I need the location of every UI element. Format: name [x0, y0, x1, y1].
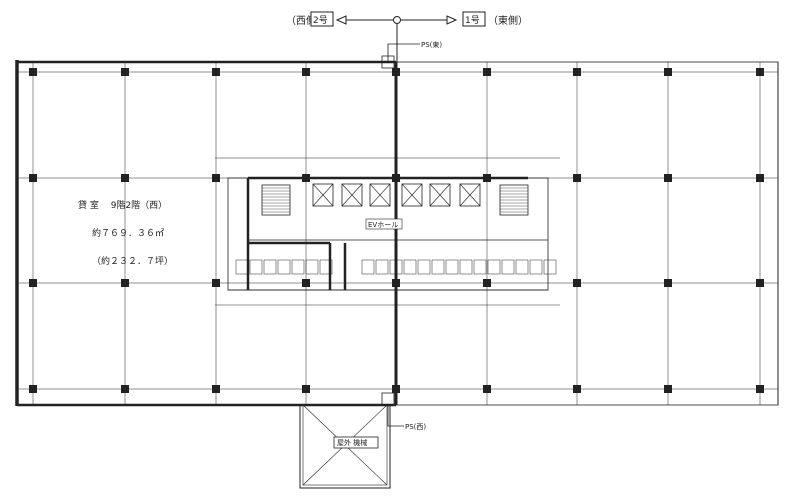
structural-column: [121, 68, 129, 76]
toilet-stall: [431, 259, 445, 275]
structural-column: [664, 279, 672, 287]
elevator-shaft: [429, 183, 451, 207]
structural-column: [29, 174, 37, 182]
elevator-shaft: [312, 183, 334, 207]
structural-column: [302, 68, 310, 76]
structural-column: [29, 385, 37, 393]
structural-column: [121, 174, 129, 182]
elevator-cross: [429, 183, 451, 207]
toilet-stall: [249, 259, 263, 275]
structural-column: [212, 385, 220, 393]
east-label: （東側）: [488, 14, 528, 27]
structural-column: [483, 68, 491, 76]
toilet-stall: [501, 259, 515, 275]
ps-shaft-bottom: [381, 392, 395, 406]
toilet-stall: [277, 259, 291, 275]
toilet-stall: [291, 259, 305, 275]
annex-inner: [302, 404, 388, 486]
structural-column: [573, 279, 581, 287]
tenant-title: 貸 室 9階2階（西）: [78, 199, 167, 211]
toilet-stall: [305, 259, 319, 275]
compass-indicator: （西側） 2号 1号 （東側）: [286, 11, 528, 62]
compass-center-icon: [393, 16, 401, 24]
structural-column: [756, 68, 764, 76]
structural-column: [483, 385, 491, 393]
structural-column: [121, 279, 129, 287]
structural-column: [664, 385, 672, 393]
elevator-cross: [401, 183, 423, 207]
structural-column: [212, 68, 220, 76]
toilet-stall: [487, 259, 501, 275]
elevator-shaft: [341, 183, 363, 207]
structural-column: [302, 279, 310, 287]
toilet-stall: [417, 259, 431, 275]
toilet-stall: [235, 259, 249, 275]
toilet-stall: [515, 259, 529, 275]
ps-shafts: PS(東) PS(西) 屋外 機械: [333, 40, 442, 449]
west-arrow-icon: [335, 15, 347, 25]
elevator-shaft: [401, 183, 423, 207]
elevator-cross: [459, 183, 481, 207]
core-labels: EVホール: [365, 218, 403, 230]
toilet-stall: [361, 259, 375, 275]
structural-column: [29, 68, 37, 76]
east-number: 1号: [465, 15, 480, 26]
structural-column: [212, 174, 220, 182]
structural-column: [212, 279, 220, 287]
structural-column: [573, 385, 581, 393]
toilet-stall: [459, 259, 473, 275]
annex-label: 屋外 機械: [337, 438, 367, 447]
structural-column: [756, 174, 764, 182]
top-ps-label: PS(東): [421, 40, 442, 49]
toilet-stall: [543, 259, 557, 275]
structural-column: [756, 279, 764, 287]
tenant-area-sqm: 約７６９．３６㎡: [92, 227, 164, 239]
structural-column: [664, 68, 672, 76]
structural-column: [664, 174, 672, 182]
structural-column: [302, 385, 310, 393]
structural-column: [29, 279, 37, 287]
east-arrow-icon: [446, 15, 458, 25]
structural-column: [756, 385, 764, 393]
building-core: [215, 157, 560, 306]
walls: [15, 55, 779, 407]
toilet-stall: [473, 259, 487, 275]
bottom-ps-label: PS(西): [405, 423, 426, 431]
elevator-cross: [369, 183, 391, 207]
toilet-stall: [389, 259, 403, 275]
structural-column: [573, 68, 581, 76]
structural-column: [121, 385, 129, 393]
toilet-stall: [319, 259, 333, 275]
tenant-area-tsubo: （約２３２．７坪）: [92, 255, 173, 267]
toilet-stall: [263, 259, 277, 275]
elevator-cross: [341, 183, 363, 207]
structural-column: [573, 174, 581, 182]
west-number: 2号: [313, 15, 328, 26]
structural-column: [483, 279, 491, 287]
toilet-stall: [375, 259, 389, 275]
toilet-stall: [403, 259, 417, 275]
toilet-stall: [529, 259, 543, 275]
elevator-cross: [312, 183, 334, 207]
elevator-shaft: [369, 183, 391, 207]
toilet-stall: [445, 259, 459, 275]
ev-hall-label: EVホール: [368, 221, 398, 229]
elevator-shaft: [459, 183, 481, 207]
tenant-info: 貸 室 9階2階（西） 約７６９．３６㎡ （約２３２．７坪）: [78, 199, 173, 267]
